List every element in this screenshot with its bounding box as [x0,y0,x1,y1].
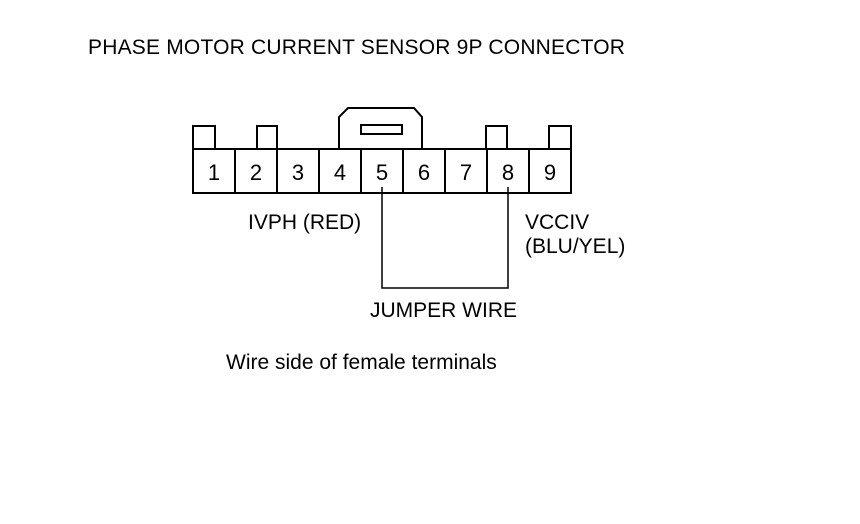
pin-4-label: 4 [334,160,346,185]
pin-dividers [234,149,530,193]
connector-housing [192,107,572,194]
vcciv-label-line1: VCCIV [525,211,590,234]
ivph-label: IVPH (RED) [248,211,362,234]
jumper-wire [381,187,509,289]
pin-1-label: 1 [208,160,220,185]
pin-2-label: 2 [250,160,262,185]
diagram-title: PHASE MOTOR CURRENT SENSOR 9P CONNECTOR [88,36,626,59]
locking-tab [360,124,403,135]
jumper-wire-label: JUMPER WIRE [370,299,517,322]
pin-6-label: 6 [418,160,430,185]
pin-5-label: 5 [376,160,388,185]
pin-8-label: 8 [502,160,514,185]
vcciv-label: VCCIV (BLU/YEL) [525,211,625,259]
vcciv-label-line2: (BLU/YEL) [525,235,626,258]
pin-7-label: 7 [460,160,472,185]
pin-3-label: 3 [292,160,304,185]
pin-9-label: 9 [544,160,556,185]
caption: Wire side of female terminals [226,351,497,374]
